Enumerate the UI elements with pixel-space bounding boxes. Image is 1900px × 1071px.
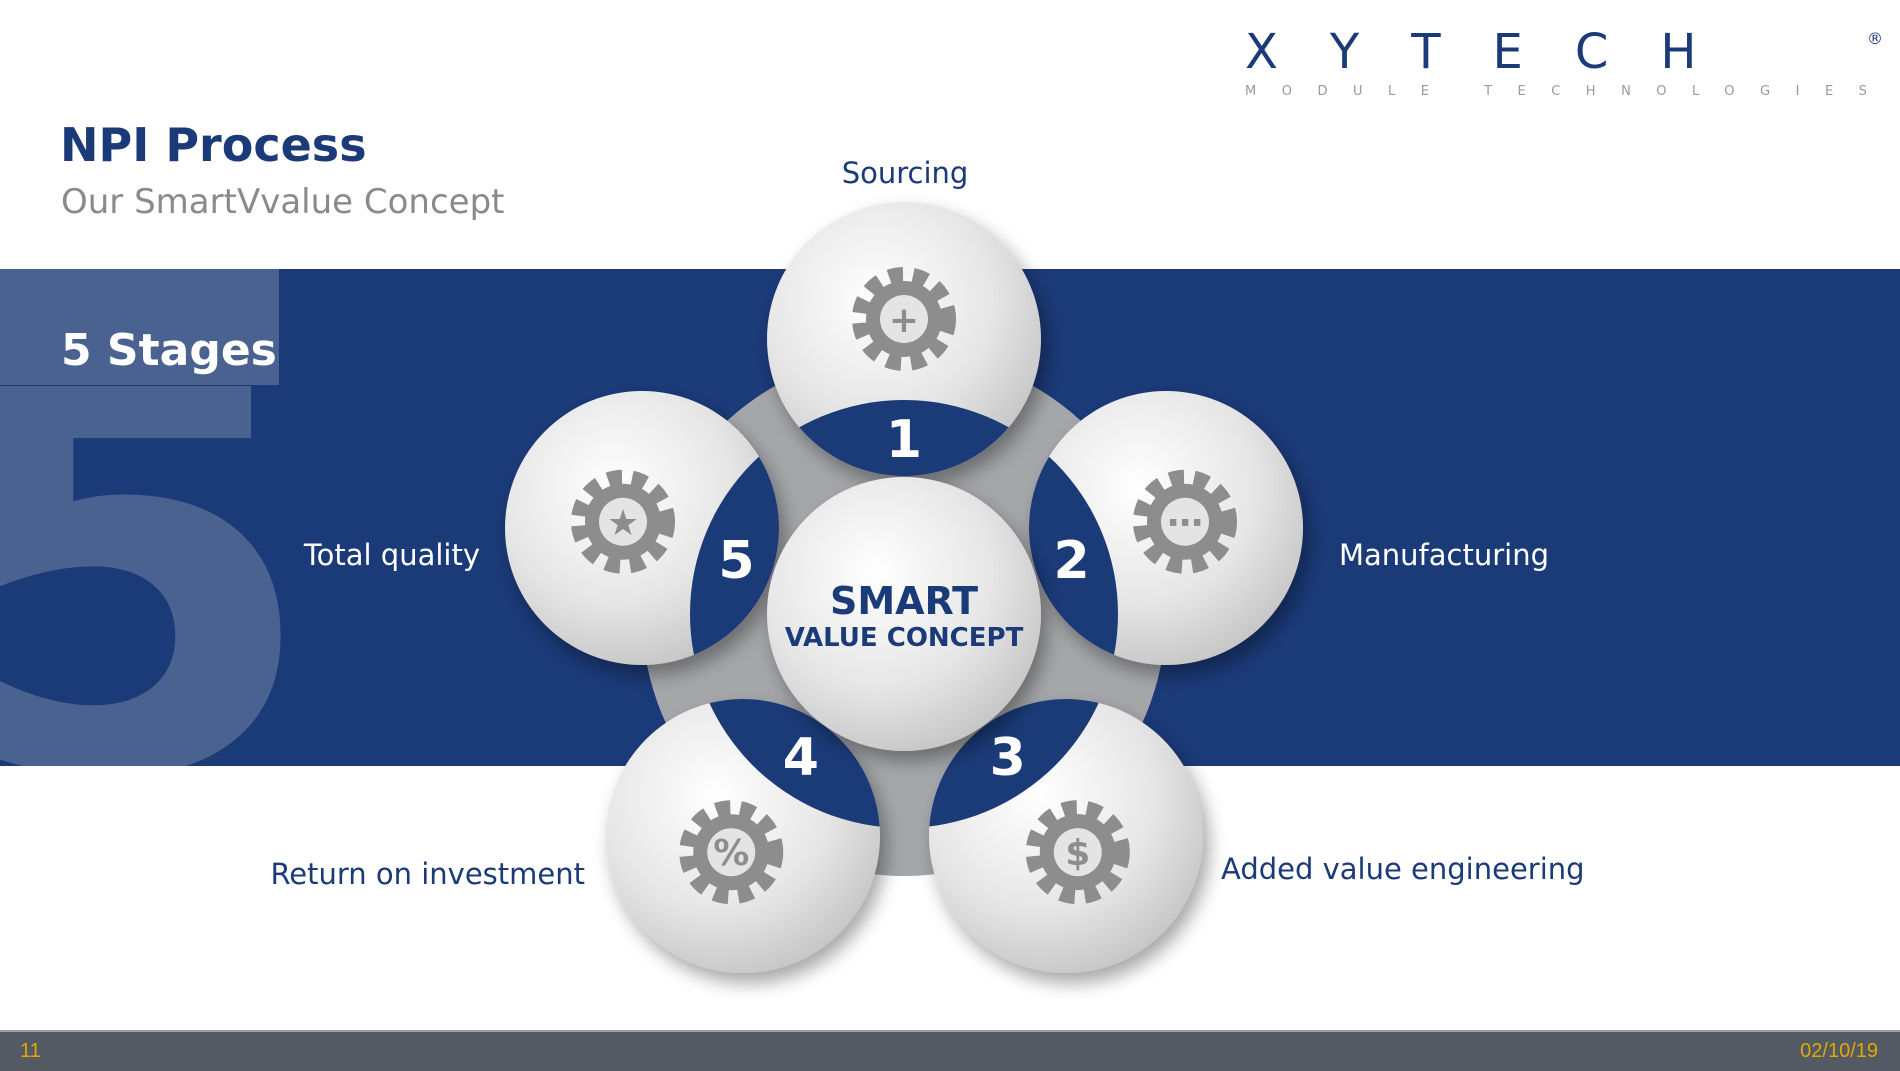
petal-number-segment bbox=[929, 699, 1118, 828]
dollar-gear-icon: $ bbox=[1025, 800, 1130, 905]
stage-petal-4: %4 bbox=[606, 699, 880, 973]
stage-number: 5 bbox=[718, 531, 754, 591]
stage-petal-3: $3 bbox=[929, 699, 1203, 973]
center-title: SMART bbox=[830, 579, 978, 623]
stage-number: 4 bbox=[783, 728, 819, 788]
stage-petal-5: ★5 bbox=[505, 391, 779, 665]
svg-text:$: $ bbox=[1065, 833, 1090, 874]
svg-text:+: + bbox=[889, 300, 919, 341]
petal-number-segment bbox=[690, 699, 880, 828]
stage-label-added-value: Added value engineering bbox=[1221, 852, 1585, 886]
svg-text:⋯: ⋯ bbox=[1167, 503, 1203, 544]
logo-tagline: MODULE TECHNOLOGIES bbox=[1245, 84, 1893, 99]
stage-petal-2: ⋯2 bbox=[1029, 391, 1303, 665]
page-title: NPI Process bbox=[60, 118, 367, 172]
stage-petal-1: +1 bbox=[767, 202, 1041, 476]
stages-label: 5 Stages bbox=[61, 325, 277, 376]
logo-wordmark: XYTECH bbox=[1245, 30, 1749, 74]
award-ribbon-icon: ★ bbox=[570, 469, 675, 574]
stages-box bbox=[0, 269, 279, 385]
big-five-watermark: 5 bbox=[0, 386, 285, 766]
stage-number: 2 bbox=[1053, 531, 1089, 591]
stage-label-sourcing: Sourcing bbox=[841, 156, 969, 190]
circuit-gear-icon: ⋯ bbox=[1133, 469, 1238, 574]
center-subtitle: VALUE CONCEPT bbox=[785, 623, 1024, 653]
percent-gear-icon: % bbox=[679, 800, 784, 905]
stage-label-roi: Return on investment bbox=[270, 857, 585, 891]
svg-text:%: % bbox=[713, 833, 749, 874]
stage-number: 1 bbox=[886, 410, 922, 470]
xytech-logo: XYTECH ® MODULE TECHNOLOGIES bbox=[1245, 30, 1895, 106]
page-number: 11 bbox=[20, 1040, 41, 1062]
stage-label-total-quality: Total quality bbox=[303, 538, 480, 572]
logo-registered-mark: ® bbox=[1867, 29, 1883, 48]
footer-bar: 11 02/10/19 bbox=[0, 1030, 1900, 1071]
crosshair-gear-icon: + bbox=[852, 267, 956, 371]
footer-date: 02/10/19 bbox=[1800, 1040, 1878, 1062]
stage-label-manufacturing: Manufacturing bbox=[1339, 538, 1549, 572]
svg-text:★: ★ bbox=[607, 503, 639, 544]
center-circle bbox=[767, 477, 1041, 751]
page-subtitle: Our SmartVvalue Concept bbox=[61, 182, 505, 222]
stage-number: 3 bbox=[990, 728, 1026, 788]
